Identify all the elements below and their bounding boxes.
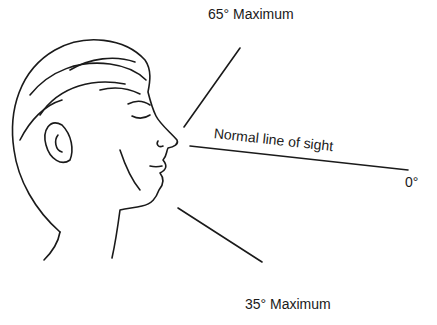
angle-label: 35° Maximum [245,296,331,312]
angle-label: 0° [405,174,418,190]
angle-label: 65° Maximum [208,6,294,22]
